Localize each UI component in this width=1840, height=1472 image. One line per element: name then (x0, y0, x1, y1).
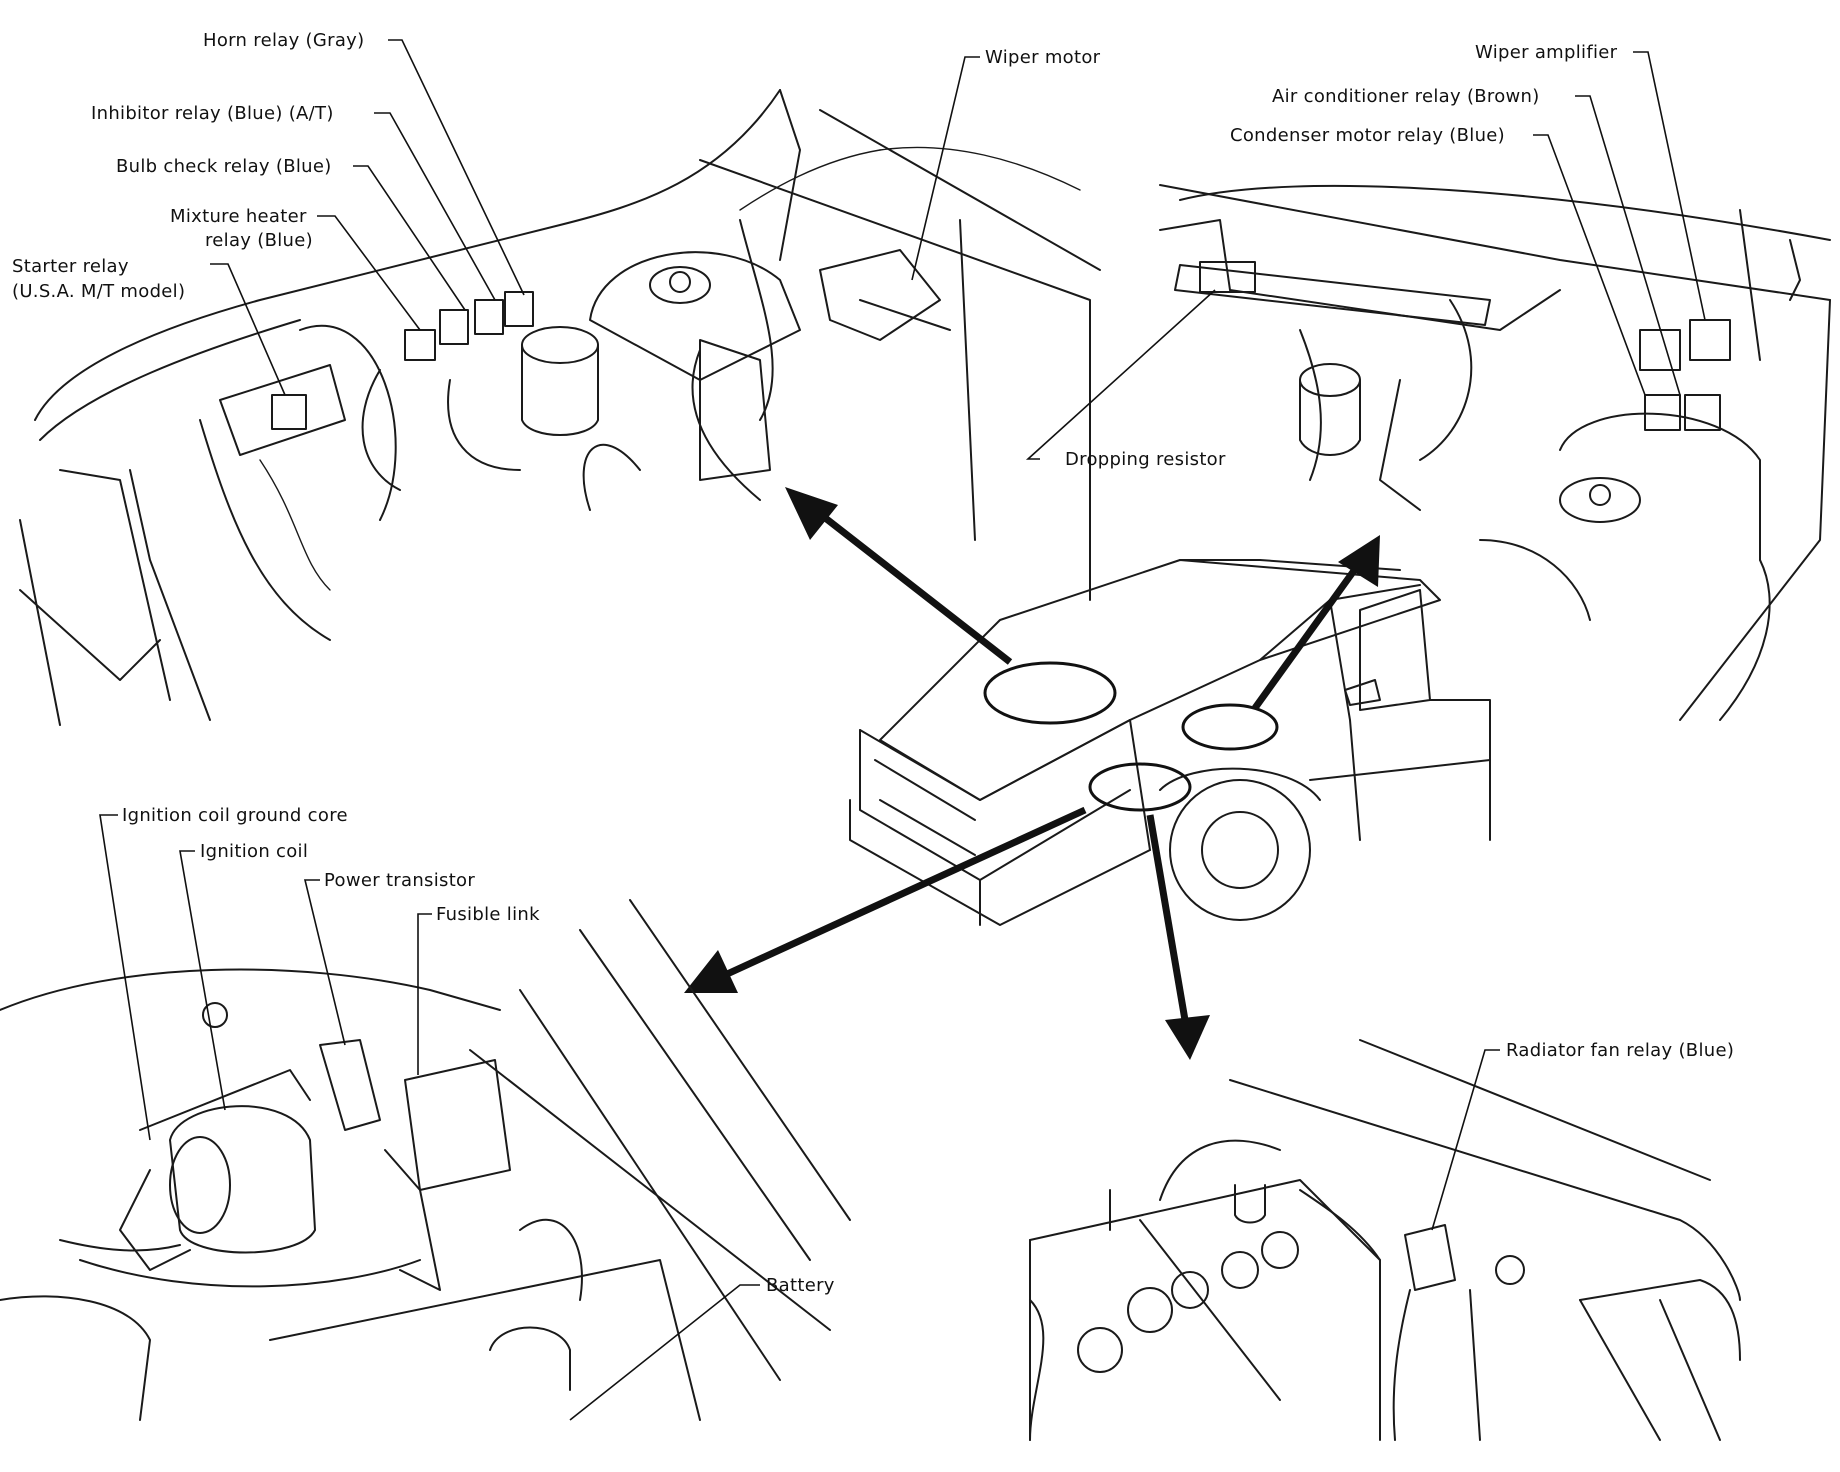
engine-bay-left-illustration (19, 89, 1101, 726)
label-horn-relay: Horn relay (Gray) (203, 30, 364, 51)
label-ignition-coil: Ignition coil (200, 841, 308, 862)
label-starter-relay-line1: Starter relay (12, 256, 129, 277)
leader-lines (99, 39, 1706, 1421)
callout-front-bay (1088, 762, 1192, 812)
label-ac-relay: Air conditioner relay (Brown) (1272, 86, 1540, 107)
arrow-top-left (785, 487, 838, 540)
label-radiator-fan-relay: Radiator fan relay (Blue) (1506, 1040, 1734, 1061)
pointer-arrows (684, 487, 1380, 1060)
label-wiper-motor: Wiper motor (985, 47, 1101, 68)
label-inhibitor-relay: Inhibitor relay (Blue) (A/T) (91, 103, 334, 124)
label-wiper-amplifier: Wiper amplifier (1475, 42, 1618, 63)
arrow-bottom-left (684, 950, 738, 993)
label-condenser-relay: Condenser motor relay (Blue) (1230, 125, 1505, 146)
engine-bay-bottom-left-illustration (0, 899, 851, 1421)
label-bulb-check-relay: Bulb check relay (Blue) (116, 156, 332, 177)
engine-bay-bottom-right-illustration (1029, 1039, 1741, 1441)
label-power-transistor: Power transistor (324, 870, 475, 891)
label-fusible-link: Fusible link (436, 904, 540, 925)
car-illustration (849, 559, 1491, 926)
arrow-top-right (1338, 535, 1380, 587)
callout-right-bay (1181, 703, 1279, 751)
label-mixture-heater-line1: Mixture heater (170, 206, 307, 227)
label-dropping-resistor: Dropping resistor (1065, 449, 1226, 470)
label-starter-relay-line2: (U.S.A. M/T model) (12, 281, 185, 302)
label-mixture-heater-line2: relay (Blue) (205, 230, 313, 251)
label-ignition-ground-core: Ignition coil ground core (122, 805, 348, 826)
engine-bay-right-illustration (1159, 184, 1831, 721)
label-battery: Battery (766, 1275, 835, 1296)
arrow-bottom-right (1165, 1015, 1210, 1060)
callout-left-bay (983, 661, 1117, 725)
labels: Horn relay (Gray) Inhibitor relay (Blue)… (12, 30, 1734, 1296)
